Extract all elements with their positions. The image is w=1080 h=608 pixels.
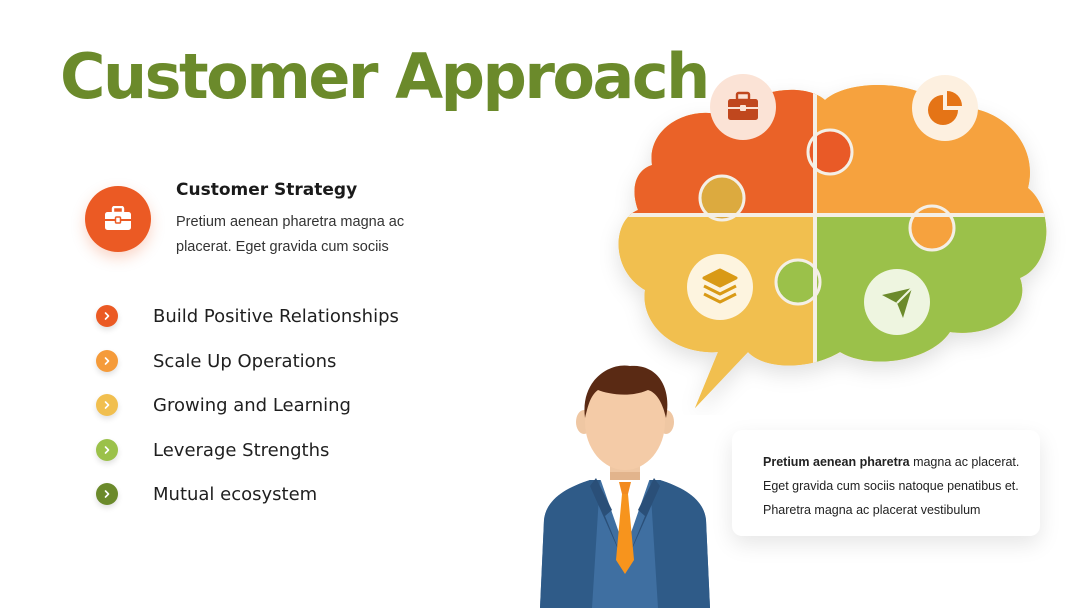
bullet-label: Mutual ecosystem (153, 484, 318, 505)
paper-plane-icon (882, 287, 913, 318)
briefcase-icon (728, 91, 758, 120)
chevron-right-icon (96, 349, 118, 372)
puzzle-layers-badge (687, 254, 753, 320)
chevron-right-icon (96, 394, 118, 416)
strategy-description: Pretium aenean pharetra magna ac placera… (176, 214, 405, 255)
bullet-label: Scale Up Operations (153, 350, 337, 372)
quote-text: Pretium aenean pharetra magna ac placera… (763, 450, 1023, 522)
pie-chart-icon (928, 91, 962, 125)
strategy-heading: Customer Strategy (176, 180, 358, 200)
briefcase-icon (105, 206, 131, 230)
page-title: Customer Approach (60, 40, 710, 113)
chevron-right-icon (96, 305, 118, 327)
puzzle-speech-cloud (618, 74, 1047, 408)
businessman-illustration (540, 365, 710, 608)
bullet-label: Growing and Learning (153, 395, 351, 416)
puzzle-briefcase-badge (710, 74, 776, 140)
bullet-label: Leverage Strengths (153, 439, 330, 461)
chevron-right-icon (96, 438, 118, 461)
strategy-briefcase-icon (85, 186, 151, 252)
quote-card: Pretium aenean pharetra magna ac placera… (732, 430, 1040, 536)
bullet-label: Build Positive Relationships (153, 306, 399, 327)
puzzle-pie-chart-badge (912, 75, 978, 141)
puzzle-paper-plane-badge (864, 269, 930, 335)
layers-icon (702, 268, 738, 304)
chevron-right-icon (96, 483, 118, 505)
quote-rest: magna ac placerat. Eget gravida cum soci… (763, 455, 1020, 517)
quote-bold: Pretium aenean pharetra (763, 455, 910, 469)
